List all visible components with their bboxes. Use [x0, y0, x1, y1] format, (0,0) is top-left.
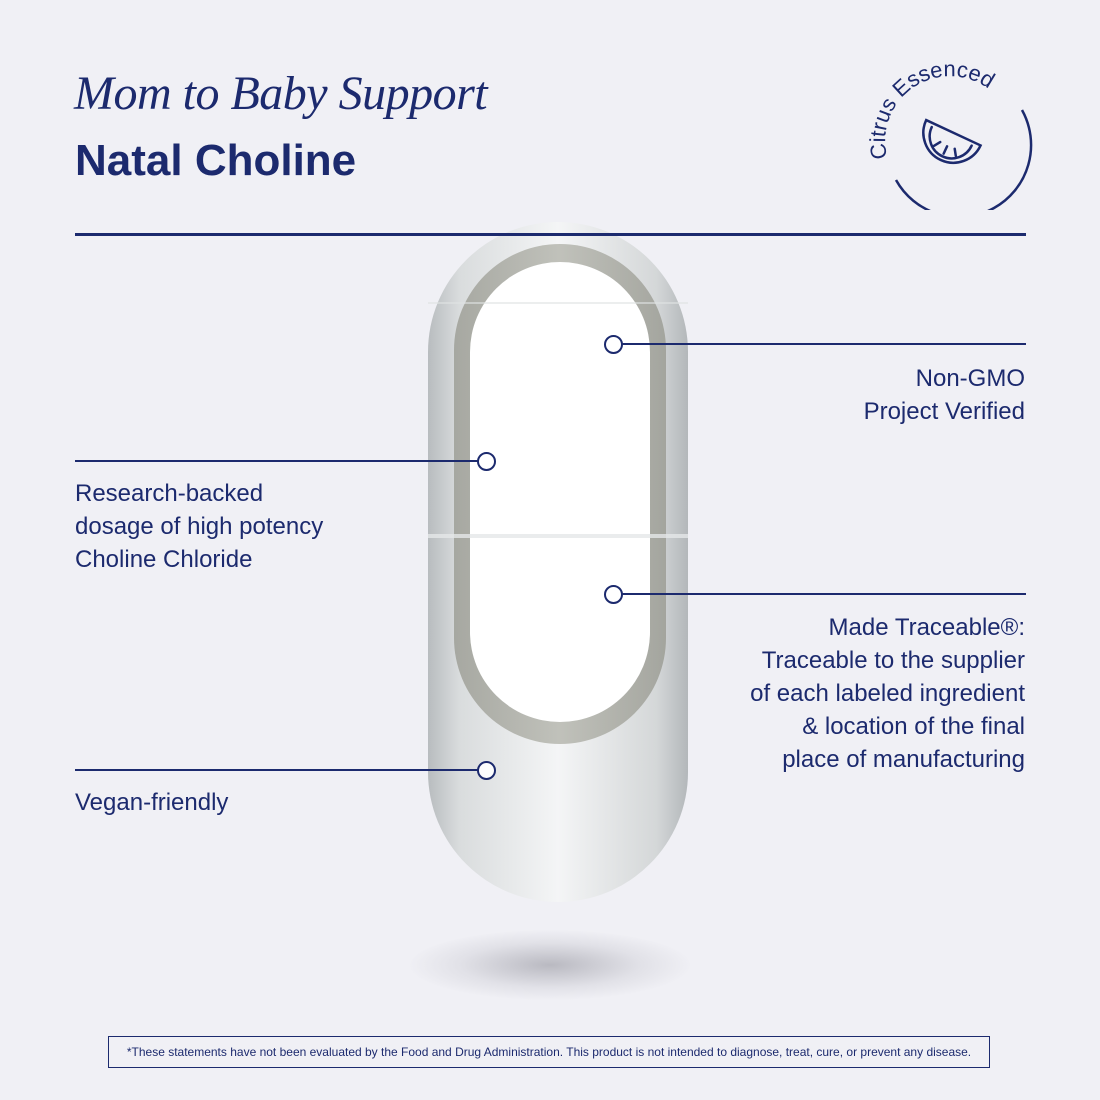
feature-line: Made Traceable®:	[828, 614, 1025, 641]
callout-dot-vegan	[477, 761, 496, 780]
page-title: Natal Choline	[75, 136, 357, 185]
callout-dot-traceable	[604, 585, 623, 604]
feature-line: of each labeled ingredient	[750, 680, 1025, 707]
feature-line: place of manufacturing	[782, 746, 1025, 773]
capsule-shadow	[410, 930, 690, 1000]
feature-line: Project Verified	[863, 398, 1025, 425]
feature-line: Vegan-friendly	[75, 789, 229, 816]
feature-line: Non-GMO	[915, 365, 1025, 392]
feature-research-backed: Research-backed dosage of high potency C…	[75, 477, 323, 576]
feature-line: dosage of high potency	[75, 513, 324, 540]
callout-dot-research	[477, 452, 496, 471]
feature-non-gmo: Non-GMO Project Verified	[864, 362, 1025, 428]
callout-dot-non-gmo	[604, 335, 623, 354]
feature-line: Choline Chloride	[75, 546, 253, 573]
capsule-image	[428, 222, 688, 902]
callout-line-research	[75, 460, 479, 462]
callout-line-vegan	[75, 769, 479, 771]
disclaimer-text: *These statements have not been evaluate…	[126, 1045, 972, 1059]
feature-line: Research-backed	[75, 480, 264, 507]
fda-disclaimer: *These statements have not been evaluate…	[108, 1036, 990, 1068]
feature-made-traceable: Made Traceable®: Traceable to the suppli…	[750, 611, 1025, 776]
citrus-essenced-badge: Citrus Essenced	[865, 60, 1033, 210]
callout-line-traceable	[622, 593, 1026, 595]
feature-line: & location of the final	[802, 713, 1025, 740]
lemon-slice-icon	[922, 118, 983, 164]
page-subtitle: Mom to Baby Support	[74, 67, 488, 120]
header-divider	[75, 233, 1026, 236]
feature-line: Traceable to the supplier	[761, 647, 1025, 674]
callout-line-non-gmo	[622, 343, 1026, 345]
feature-vegan: Vegan-friendly	[75, 786, 228, 819]
